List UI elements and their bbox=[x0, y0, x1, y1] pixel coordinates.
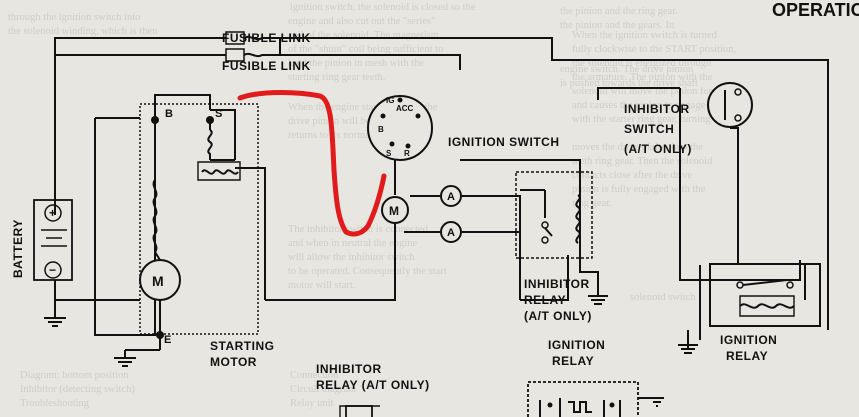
svg-text:will allow the inhibitor switc: will allow the inhibitor switch bbox=[288, 252, 415, 263]
ignition-relay-bottom-label-2: RELAY bbox=[552, 354, 594, 368]
svg-text:the solenoid winding, which is: the solenoid winding, which is then bbox=[8, 26, 158, 37]
svg-text:returns to its normal position: returns to its normal position. bbox=[288, 130, 412, 141]
bottom-ignition-relay bbox=[527, 381, 664, 417]
svg-text:and causes the pinion to engag: and causes the pinion to engage bbox=[572, 100, 706, 111]
ammeter-2-label: A bbox=[447, 227, 455, 239]
ignition-relay-label-1: IGNITION bbox=[720, 333, 777, 347]
inhibitor-switch-label-1: INHIBITOR bbox=[624, 102, 690, 116]
battery-label: BATTERY bbox=[11, 219, 25, 278]
svg-text:contacts close after the drive: contacts close after the drive bbox=[572, 170, 692, 181]
svg-text:and when in neutral the engine: and when in neutral the engine bbox=[288, 238, 418, 249]
svg-text:the pinion and the ring gear.: the pinion and the ring gear. bbox=[560, 6, 678, 17]
svg-text:engine switch. The drive pinio: engine switch. The drive pinion bbox=[560, 64, 694, 75]
svg-text:solenoid will move the pinion: solenoid will move the pinion forward bbox=[572, 86, 734, 97]
fusible-link-2 bbox=[218, 48, 275, 62]
inhibitor-relay-bottom-label-1: INHIBITOR bbox=[316, 362, 382, 376]
title-fragment: OPERATION bbox=[772, 0, 859, 20]
svg-text:to be operated. Consequently t: to be operated. Consequently the start bbox=[288, 266, 447, 277]
svg-text:motor will start.: motor will start. bbox=[288, 280, 355, 291]
ignition-ig: IG bbox=[386, 96, 394, 105]
battery-ground-icon bbox=[44, 305, 66, 327]
ignition-relay-bottom-label-1: IGNITION bbox=[548, 338, 605, 352]
bottom-inhibitor-relay bbox=[339, 405, 380, 417]
svg-text:drive pinion will be released: drive pinion will be released and bbox=[288, 116, 426, 127]
ignition-s: S bbox=[386, 149, 392, 158]
red-annotation bbox=[237, 90, 387, 237]
terminal-b: B bbox=[165, 108, 173, 120]
svg-text:solenoid switch: solenoid switch bbox=[630, 292, 696, 303]
inhibitor-ground-icon bbox=[588, 288, 608, 305]
motor-m-label: M bbox=[389, 204, 400, 218]
inhibitor-relay-label-3: (A/T ONLY) bbox=[524, 309, 592, 323]
starting-motor bbox=[139, 103, 259, 339]
svg-text:Diagram: bottom position: Diagram: bottom position bbox=[20, 370, 129, 381]
ignition-switch-label: IGNITION SWITCH bbox=[448, 135, 560, 149]
svg-text:the pinion and the gears. In: the pinion and the gears. In bbox=[560, 20, 675, 31]
terminal-e: E bbox=[164, 334, 171, 346]
svg-text:is pushed towards the drive sh: is pushed towards the drive shaft bbox=[560, 78, 698, 89]
svg-text:engine and also cut out the "s: engine and also cut out the "series" bbox=[288, 16, 435, 27]
starting-motor-label-2: MOTOR bbox=[210, 355, 257, 369]
fusible-link-2-label: FUSIBLE LINK bbox=[222, 59, 311, 73]
svg-text:Troubleshooting: Troubleshooting bbox=[20, 398, 90, 409]
motor-ground-icon bbox=[114, 350, 136, 367]
svg-text:Connection: Connection bbox=[290, 370, 339, 381]
svg-text:of the "shunt" coil being suff: of the "shunt" coil being sufficient to bbox=[288, 44, 443, 55]
starter-motor-m: M bbox=[152, 273, 164, 289]
ammeter-1-icon bbox=[440, 185, 462, 207]
ignition-b: B bbox=[378, 125, 384, 134]
battery-plus: + bbox=[49, 206, 56, 220]
svg-text:through the ignition switch in: through the ignition switch into bbox=[8, 12, 140, 23]
svg-text:Circuit diagram: Circuit diagram bbox=[290, 384, 356, 395]
inhibitor-relay-bottom-label-2: RELAY (A/T ONLY) bbox=[316, 378, 430, 392]
inhibitor-switch-label-2: SWITCH bbox=[624, 122, 674, 136]
svg-text:starting ring gear teeth.: starting ring gear teeth. bbox=[288, 72, 385, 83]
ignition-r: R bbox=[404, 149, 410, 158]
inhibitor-relay-label-2: RELAY bbox=[524, 293, 566, 307]
fusible-link-1-label: FUSIBLE LINK bbox=[222, 31, 311, 45]
inhibitor-relay bbox=[515, 171, 593, 259]
svg-text:hold the pinion in mesh with t: hold the pinion in mesh with the bbox=[288, 58, 424, 69]
svg-text:When the ignition switch is tu: When the ignition switch is turned bbox=[572, 30, 718, 41]
fusible-link-1 bbox=[218, 31, 275, 45]
svg-text:fully clockwise to the START p: fully clockwise to the START position, bbox=[572, 44, 736, 55]
ignition-relay-ground-icon bbox=[678, 330, 698, 354]
terminal-s: S bbox=[215, 108, 222, 120]
battery bbox=[33, 199, 73, 281]
ignition-switch bbox=[367, 95, 433, 161]
svg-text:pinion is fully engaged with t: pinion is fully engaged with the bbox=[572, 184, 706, 195]
svg-text:ignition switch, the solenoid: ignition switch, the solenoid is closed … bbox=[290, 2, 476, 13]
svg-text:the armature. The pinion with: the armature. The pinion with the bbox=[572, 72, 713, 83]
svg-text:coil of the solenoid. The magn: coil of the solenoid. The magnetism bbox=[288, 30, 439, 41]
svg-text:moves the drive pinion into th: moves the drive pinion into the bbox=[572, 142, 703, 153]
inhibitor-switch bbox=[707, 82, 753, 128]
starting-motor-label-1: STARTING bbox=[210, 339, 274, 353]
ammeter-1-label: A bbox=[447, 191, 455, 203]
svg-text:with the starter ring gear, tu: with the starter ring gear, turning the bbox=[572, 114, 726, 125]
inhibitor-switch-label-3: (A/T ONLY) bbox=[624, 142, 692, 156]
svg-text:teeth ring gear. Then the sole: teeth ring gear. Then the solenoid bbox=[572, 156, 713, 167]
svg-text:Inhibitor (detecting switch): Inhibitor (detecting switch) bbox=[20, 384, 135, 395]
ignition-relay bbox=[709, 263, 821, 327]
ammeter-2-icon bbox=[440, 221, 462, 243]
ignition-relay-label-2: RELAY bbox=[726, 349, 768, 363]
svg-text:Relay unit: Relay unit bbox=[290, 398, 334, 409]
ignition-acc: ACC bbox=[396, 104, 414, 113]
svg-text:the solenoid is energized thro: the solenoid is energized through bbox=[572, 58, 712, 69]
svg-text:When the engine starts running: When the engine starts running, the bbox=[288, 102, 438, 113]
background-text: ignition switch, the solenoid is closed … bbox=[8, 2, 736, 409]
battery-minus: − bbox=[49, 263, 56, 277]
motor-m-icon bbox=[381, 196, 409, 224]
svg-text:The inhibitor switch is connec: The inhibitor switch is connected bbox=[288, 224, 429, 235]
inhibitor-relay-label-1: INHIBITOR bbox=[524, 277, 590, 291]
